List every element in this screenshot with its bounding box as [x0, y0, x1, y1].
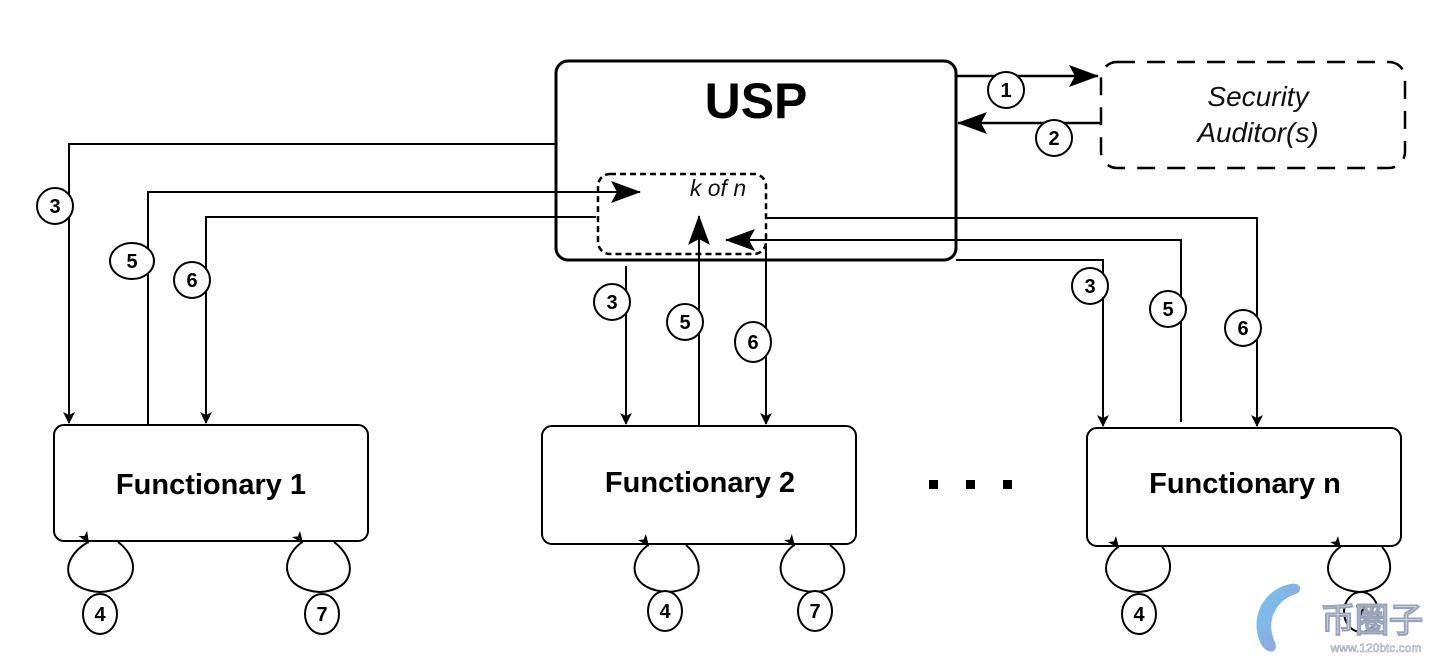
watermark: 币圈子 www.120btc.com — [1256, 583, 1424, 655]
svg-text:1: 1 — [1000, 80, 1011, 102]
watermark-logo-icon — [1256, 583, 1301, 652]
svg-text:3: 3 — [606, 292, 617, 314]
self-loop-7-functionary-2 — [779, 534, 846, 594]
functionary-2-label: Functionary 2 — [605, 467, 795, 499]
svg-text:3: 3 — [1084, 276, 1095, 298]
self-loop-4-functionary-n — [1105, 536, 1171, 594]
usp-label: USP — [705, 73, 808, 129]
step-marker-4: 4 — [647, 590, 683, 632]
svg-text:5: 5 — [126, 251, 137, 273]
functionary-1-label: Functionary 1 — [116, 469, 306, 501]
step-marker-2: 2 — [1035, 119, 1073, 157]
self-loop-4-functionary-1 — [67, 530, 134, 594]
step-marker-3: 3 — [1071, 267, 1109, 305]
step-marker-6: 6 — [173, 261, 211, 299]
functionary-1-node: Functionary 1 — [53, 424, 369, 542]
step-marker-4: 4 — [82, 593, 118, 635]
security-auditor-node: Security Auditor(s) — [1099, 60, 1407, 170]
svg-text:7: 7 — [809, 601, 820, 623]
edge-6-to-functionary-1 — [200, 216, 596, 424]
step-marker-1: 1 — [987, 71, 1025, 109]
step-marker-5: 5 — [1149, 290, 1187, 328]
svg-text:5: 5 — [1162, 299, 1173, 321]
step-marker-4: 4 — [1121, 593, 1157, 635]
self-loop-7-functionary-n — [1327, 536, 1392, 594]
svg-text:3: 3 — [49, 196, 60, 218]
step-marker-3: 3 — [36, 187, 74, 225]
step-marker-7: 7 — [797, 590, 833, 632]
svg-text:4: 4 — [1133, 604, 1145, 626]
step-marker-7: 7 — [304, 593, 340, 635]
step-marker-7: 7 — [1343, 591, 1379, 633]
threshold-label: k of n — [690, 175, 746, 201]
functionary-n-label: Functionary n — [1149, 468, 1341, 500]
functionary-2-node: Functionary 2 — [541, 425, 857, 545]
edge-6-to-functionary-n — [766, 217, 1263, 427]
svg-text:4: 4 — [659, 601, 671, 623]
step-marker-6: 6 — [734, 321, 772, 363]
svg-text:7: 7 — [316, 604, 327, 626]
svg-text:6: 6 — [186, 270, 197, 292]
edge-5-from-functionary-n — [725, 229, 1182, 422]
edge-3-to-functionary-1 — [63, 143, 556, 424]
svg-text:2: 2 — [1048, 128, 1059, 150]
step-marker-6: 6 — [1224, 309, 1262, 347]
step-marker-5: 5 — [109, 242, 155, 280]
edge-5-from-functionary-1 — [147, 181, 641, 425]
edge-3-to-functionary-n — [956, 259, 1109, 427]
watermark-url: www.120btc.com — [1330, 641, 1422, 655]
auditor-label-line2: Auditor(s) — [1195, 117, 1318, 148]
functionary-n-node: Functionary n — [1086, 427, 1402, 547]
svg-text:6: 6 — [747, 332, 758, 354]
threshold-node: k of n — [596, 172, 768, 256]
step-marker-5: 5 — [666, 303, 704, 341]
svg-text:6: 6 — [1237, 318, 1248, 340]
self-loop-7-functionary-1 — [286, 531, 351, 594]
ellipsis — [929, 480, 1012, 489]
auditor-label-line1: Security — [1207, 81, 1310, 112]
svg-text:4: 4 — [94, 604, 106, 626]
step-marker-3: 3 — [593, 283, 631, 321]
svg-text:5: 5 — [679, 312, 690, 334]
self-loop-4-functionary-2 — [633, 534, 700, 594]
watermark-brand: 币圈子 — [1321, 602, 1423, 640]
svg-text:7: 7 — [1355, 602, 1366, 624]
usp-node: USP — [554, 59, 958, 262]
